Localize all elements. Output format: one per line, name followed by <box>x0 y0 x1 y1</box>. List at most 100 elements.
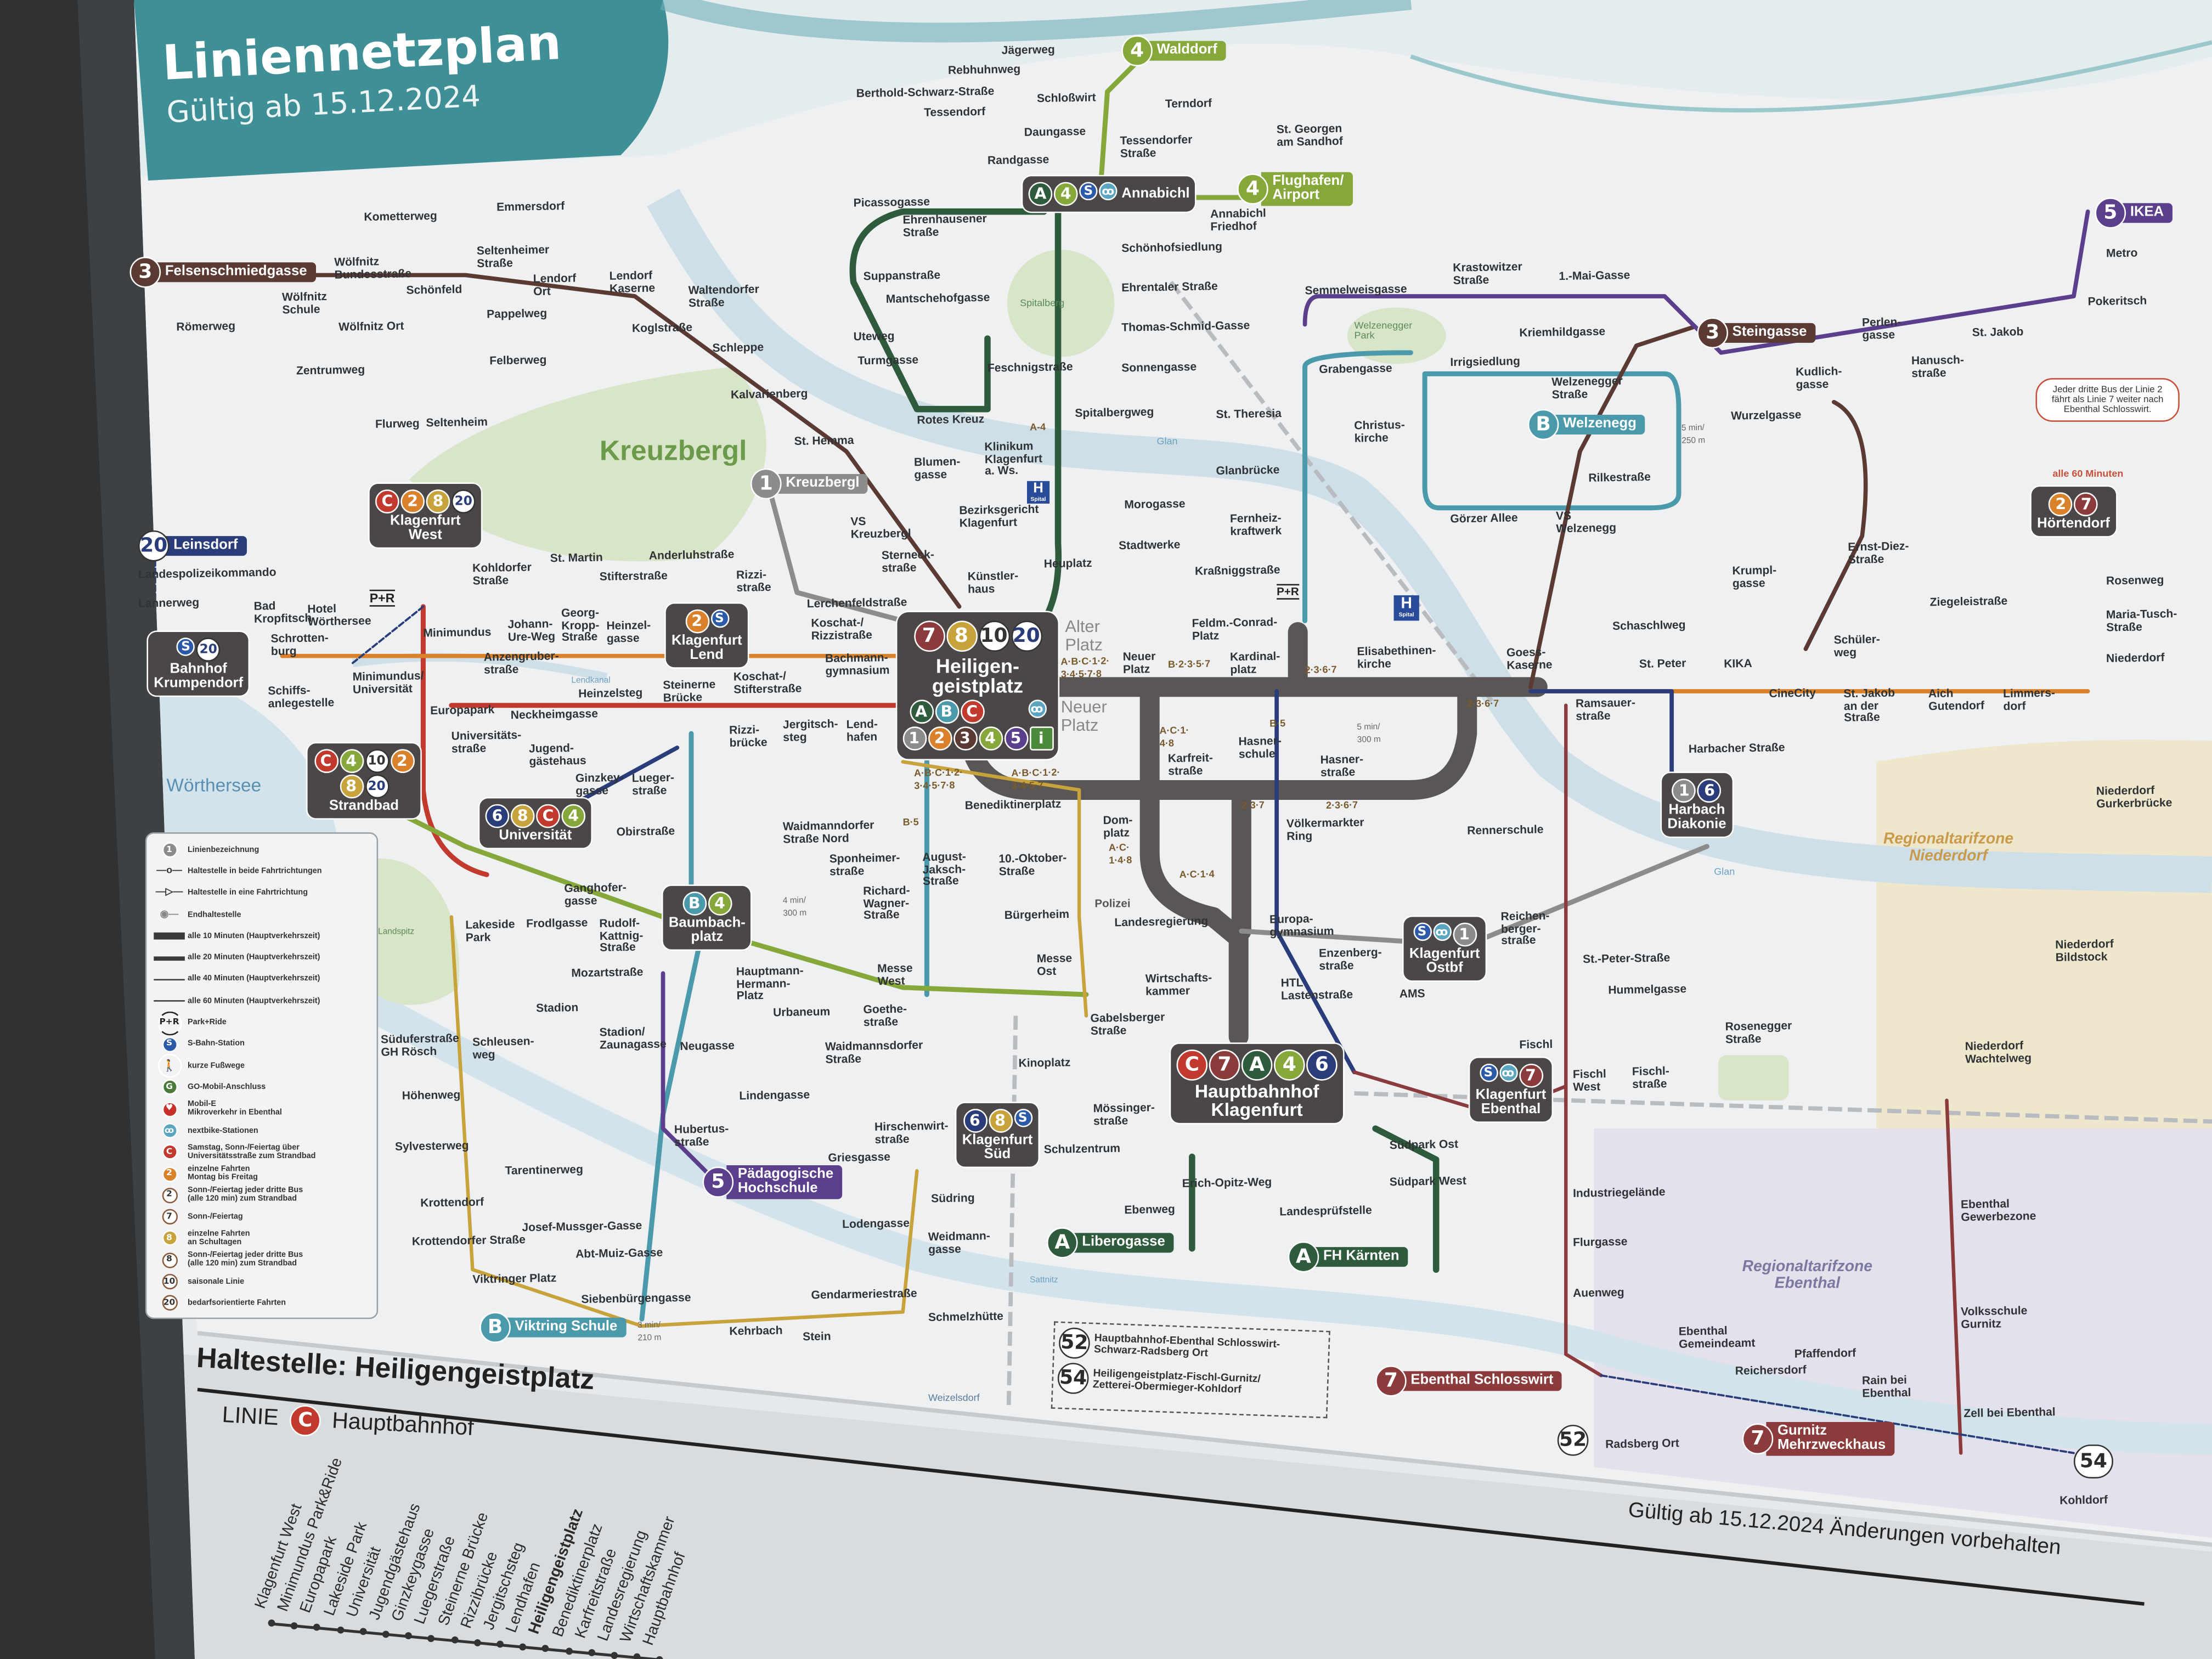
legend-item: ◉—Endhaltestelle <box>151 904 373 926</box>
hub-name: FH Kärnten <box>1312 1247 1408 1267</box>
stop-label: Irrigsiedlung <box>1450 354 1521 369</box>
hub-name: Gurnitz Mehrzweckhaus <box>1766 1421 1894 1456</box>
line-a-badge: A <box>1028 182 1053 206</box>
stop-label: Hirschenwirt- straße <box>874 1119 949 1146</box>
stop-label: Kardinal- platz <box>1229 650 1280 676</box>
line-2-badge: 2 <box>927 726 952 751</box>
line-20-badge: 20 <box>196 637 221 662</box>
stop-label: Gendarmeriestraße <box>811 1287 917 1302</box>
stop-label: St.-Peter-Straße <box>1582 951 1671 966</box>
s-bahn-icon: S <box>710 609 729 628</box>
info-frequency: alle 60 Minuten <box>2052 470 2124 480</box>
stop-label: Kohldorfer Straße <box>472 561 532 587</box>
place-label: Glan <box>1714 867 1735 878</box>
hub-name: Klagenfurt West <box>390 513 461 543</box>
line-54-badge: 54 <box>1057 1362 1090 1395</box>
stop-label: Hummelgasse <box>1608 983 1687 997</box>
hospital-label: Spital <box>1030 495 1046 503</box>
stop-label: Flurweg <box>375 417 420 431</box>
river-sattnitz <box>331 974 2212 1455</box>
legend-label: Samstag, Sonn-/Feiertag über Universität… <box>187 1143 316 1161</box>
line-2-badge: 2 <box>390 749 414 774</box>
stop-label: Rennerschule <box>1467 823 1544 838</box>
legend-label: Sonn-/Feiertag jeder dritte Bus (alle 12… <box>187 1251 303 1269</box>
legend-item: —o—Haltestelle in beide Fahrtrichtungen <box>151 861 373 882</box>
stop-label: Schloßwirt <box>1036 91 1096 105</box>
place-label: Regionaltarifzone Niederdorf <box>1883 831 2014 865</box>
stop-label: Schleusen- weg <box>472 1035 534 1061</box>
stop-label: St. Jakob an der Straße <box>1843 686 1895 725</box>
walk-note: 5 min/ 300 m <box>1357 723 1381 745</box>
stop-label: Pappelweg <box>486 307 548 321</box>
park-landspitz <box>359 858 460 1005</box>
walk-note: 5 min/ 250 m <box>1681 424 1706 445</box>
stop-label: Sonnengasse <box>1121 360 1197 375</box>
stop-label: Steinerne Brücke <box>663 678 716 704</box>
line-c-badge: C <box>536 804 560 828</box>
line-c-badge: C <box>375 489 399 514</box>
stop-label: Europapark <box>430 703 495 718</box>
stop-label: Stadion <box>535 1001 579 1015</box>
line-40min-icon <box>151 978 188 981</box>
hub-name: Klagenfurt Süd <box>962 1132 1033 1163</box>
stop-label: Schiffs- anlegestelle <box>268 684 335 710</box>
legend-label: S-Bahn-Station <box>187 1040 245 1049</box>
stop-label: Welzenegger Straße <box>1551 374 1623 401</box>
river-glan <box>647 188 2212 893</box>
line-c <box>420 604 906 877</box>
line-b-badge: B <box>479 1312 511 1343</box>
line-7-badge: 7 <box>1519 1063 1543 1088</box>
stop-label: Höhenweg <box>402 1088 461 1103</box>
stop-label: Feldm.-Conrad- Platz <box>1192 616 1278 642</box>
park-fischl <box>1718 1055 1789 1101</box>
stop-label: Anderluhstraße <box>648 548 735 562</box>
nextbike-icon: ꝏ <box>1499 1063 1517 1082</box>
legend-item: alle 40 Minuten (Hauptverkehrszeit) <box>151 969 373 990</box>
line-3-badge: 3 <box>1697 317 1728 349</box>
stop-label: Messe Ost <box>1036 952 1073 978</box>
stop-label: Völkermarkter Ring <box>1286 816 1364 843</box>
line-code-label: A·C·1· 4·8 <box>1159 726 1189 749</box>
stop-label: Perlen- gasse <box>1861 315 1901 341</box>
hub-name: Klagenfurt Lend <box>671 633 742 663</box>
hub-name: Welzenegg <box>1551 414 1645 435</box>
line-20-badge: 20 <box>364 774 389 799</box>
go-mobil-icon: G <box>151 1080 188 1096</box>
